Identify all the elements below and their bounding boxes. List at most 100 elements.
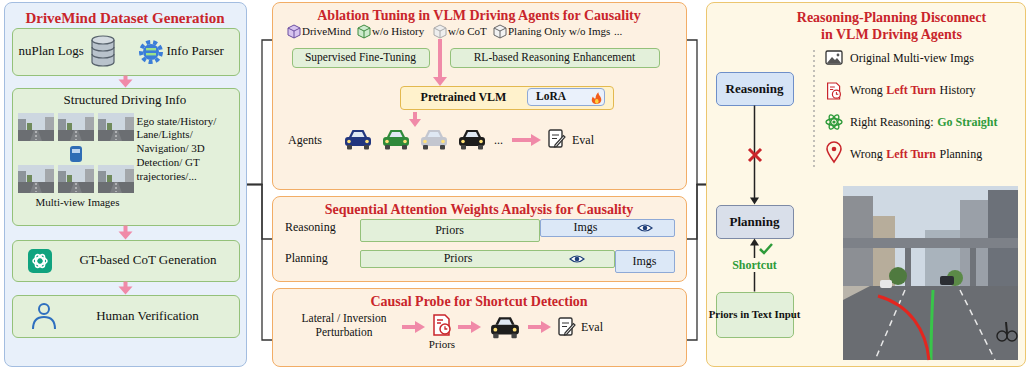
text-slot: RL-based Reasoning Enhancement	[451, 49, 659, 67]
node-title: Human Verification	[63, 308, 233, 324]
model-box: Pretrained VLMLoRA	[400, 86, 614, 110]
multi-view-images	[98, 165, 134, 193]
text-slot: ...	[494, 133, 503, 147]
node-label: Reasoning	[723, 81, 787, 97]
text-slot: Causal Probe for Shortcut Detection	[273, 294, 685, 311]
node-label: Planning	[727, 214, 783, 230]
street-photo	[1006, 322, 1007, 333]
process-box: Structured Driving InfoEgo state/History…	[12, 88, 240, 226]
text-slot: Lateral / Inversion Perturbation	[290, 312, 398, 340]
connector	[247, 185, 272, 240]
annotation-label: Go Straight	[937, 115, 997, 129]
text-slot: Right Reasoning:	[850, 115, 934, 129]
multi-view-images	[58, 113, 94, 141]
text-slot: Human Verification	[63, 308, 233, 324]
text-slot: Go Straight	[937, 115, 997, 129]
text-slot: Planning	[285, 251, 328, 265]
attention-bar: Imgs	[540, 219, 675, 237]
text-slot: Original Multi-view Imgs	[850, 51, 974, 65]
street-photo	[880, 280, 892, 288]
text-slot: GT-based CoT Generation	[61, 252, 236, 268]
stage-box: Priors in Text Input	[716, 292, 794, 338]
flame-icon	[595, 99, 599, 104]
text-slot: Priors	[427, 338, 457, 351]
street-photo	[843, 186, 1018, 360]
node-label: Imgs	[630, 254, 660, 268]
text-slot: Shortcut	[730, 258, 779, 272]
text-slot: Reasoning	[285, 220, 336, 234]
chatgpt-icon	[33, 253, 46, 269]
image-icon	[837, 54, 840, 57]
node-title: DriveMind Dataset Generation	[5, 9, 245, 27]
flow-arrow	[458, 325, 472, 329]
eye-icon	[570, 256, 584, 262]
attention-bar: Imgs	[615, 250, 675, 273]
connector	[687, 185, 706, 341]
annotation-label: Left Turn	[886, 83, 936, 97]
flow-arrow	[528, 325, 542, 329]
database-icon	[92, 36, 114, 44]
street-photo	[843, 238, 1018, 248]
eye-icon	[643, 226, 648, 231]
text-slot: Left Turn	[886, 83, 936, 97]
edge-label: Shortcut	[730, 258, 779, 272]
text-slot: Ego state/History/ Lane/Lights/ Navigati…	[137, 115, 237, 184]
history-icon	[434, 315, 450, 335]
text-slot: Imgs	[541, 220, 631, 234]
annotation-label: w/o CoT	[448, 25, 487, 38]
annotation-label: Eval	[581, 320, 603, 334]
variant-cube	[494, 25, 506, 38]
text-slot: w/o CoT	[448, 25, 487, 38]
stage-box: Planning	[716, 205, 794, 239]
process-box: nuPlan LogsInfo Parser	[12, 28, 240, 76]
flow-arrow	[512, 138, 532, 142]
text-slot: LoRA	[536, 90, 566, 104]
multi-view-images	[70, 146, 82, 162]
text-slot: Reasoning	[717, 73, 793, 105]
connector	[247, 185, 272, 341]
annotation-label: Planning	[940, 147, 983, 161]
annotation-label: Original Multi-view Imgs	[850, 51, 974, 65]
chatgpt-icon	[28, 249, 52, 273]
image-icon	[826, 51, 842, 64]
text-slot: Wrong	[850, 147, 883, 161]
node-label: Priors	[432, 223, 467, 237]
eye-icon	[575, 257, 580, 262]
method-box: RL-based Reasoning Enhancement	[450, 48, 660, 68]
annotation-label: DriveMind	[302, 25, 351, 38]
connector-line	[247, 185, 272, 240]
annotation-label: ...	[494, 133, 503, 147]
text-slot: DriveMind	[302, 25, 351, 38]
node-text: Ego state/History/ Lane/Lights/ Navigati…	[137, 115, 237, 184]
annotation-label: Priors	[427, 338, 457, 351]
connector-line	[247, 40, 272, 185]
text-slot: Wrong	[850, 83, 883, 97]
text-slot: History	[940, 83, 976, 97]
street-photo	[843, 186, 1018, 360]
annotation-label: Planing Only w/o Imgs	[508, 25, 610, 38]
variant-cube	[358, 25, 370, 38]
node-title: Ablation Tuning in VLM Driving Agents fo…	[273, 8, 685, 25]
node-title: Causal Probe for Shortcut Detection	[273, 294, 685, 311]
annotation-label: Eval	[572, 133, 594, 147]
text-slot: Left Turn	[886, 147, 936, 161]
annotation-label: Wrong	[850, 83, 883, 97]
method-box: Supervised Fine-Tuning	[292, 48, 430, 68]
variant-cube	[288, 25, 300, 38]
annotation-label: Agents	[288, 133, 322, 147]
multi-view-images	[98, 113, 134, 141]
atom-icon	[832, 120, 835, 123]
annotation-label: Lateral / Inversion Perturbation	[290, 312, 398, 340]
text-slot: Info Parser	[167, 43, 224, 59]
section-panel: Sequential Attention Weights Analysis fo…	[272, 196, 687, 282]
annotation-label: Left Turn	[886, 147, 936, 161]
process-box: Human Verification	[12, 295, 240, 338]
text-slot: Eval	[572, 133, 594, 147]
flow-arrow	[438, 39, 442, 78]
text-slot: DriveMind Dataset Generation	[5, 9, 245, 27]
database-icon	[92, 36, 114, 66]
connector	[247, 40, 272, 185]
street-photo	[878, 296, 929, 360]
variant-cube	[434, 25, 446, 38]
text-slot: Sequential Attention Weights Analysis fo…	[273, 202, 685, 219]
